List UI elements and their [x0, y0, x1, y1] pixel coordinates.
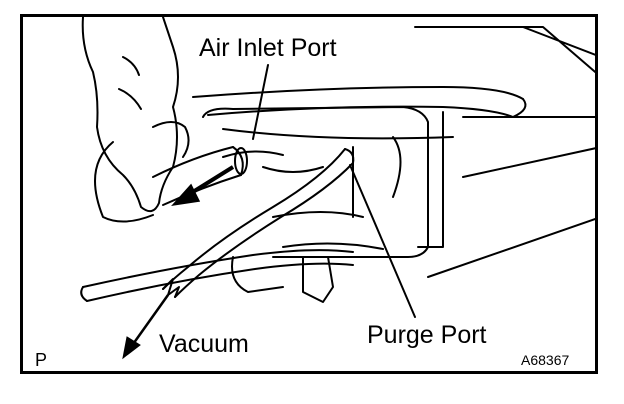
vsv-connector [302, 256, 334, 303]
lower-pipe-bottom [86, 262, 354, 302]
engine-block-outline [414, 26, 595, 278]
air-inlet-tube-bottom [162, 174, 242, 206]
purge-port-label: Purge Port [367, 321, 487, 349]
air-inlet-tube-top [152, 146, 234, 178]
wire-loop [94, 141, 154, 223]
purge-port-leader-line [349, 164, 416, 318]
lower-pipe-end [80, 286, 88, 302]
air-inlet-port-label: Air Inlet Port [199, 34, 337, 62]
air-inlet-nozzle [234, 147, 248, 175]
upper-hose-lower-edge [207, 105, 514, 118]
hand-knuckle [118, 56, 142, 110]
purge-hose-lower [174, 162, 354, 298]
wire-to-vsv [222, 128, 454, 140]
purge-hose-end [344, 148, 355, 164]
figure-code-label: A68367 [521, 352, 570, 368]
air-inlet-tube-end [232, 146, 244, 176]
vacuum-label: Vacuum [159, 330, 249, 358]
vsv-internal-lines [222, 136, 402, 250]
purge-hose-upper [162, 148, 346, 290]
vsv-vacuum-test-illustration [80, 17, 595, 360]
view-marker-label: P [35, 350, 48, 370]
vsv-bracket [231, 256, 284, 293]
hand [81, 17, 179, 213]
engine-block-edge [417, 111, 444, 248]
lower-pipe-top [82, 249, 354, 288]
figure-frame: Air Inlet Port Purge Port Vacuum P A6836… [20, 14, 598, 374]
vsv-body [202, 106, 429, 258]
hand-thumb [152, 121, 190, 158]
air-flow-arrow [171, 165, 235, 207]
air-inlet-leader-line [252, 64, 269, 140]
vacuum-arrow [122, 294, 170, 360]
upper-hose [192, 86, 524, 100]
upper-hose-end [512, 98, 527, 118]
